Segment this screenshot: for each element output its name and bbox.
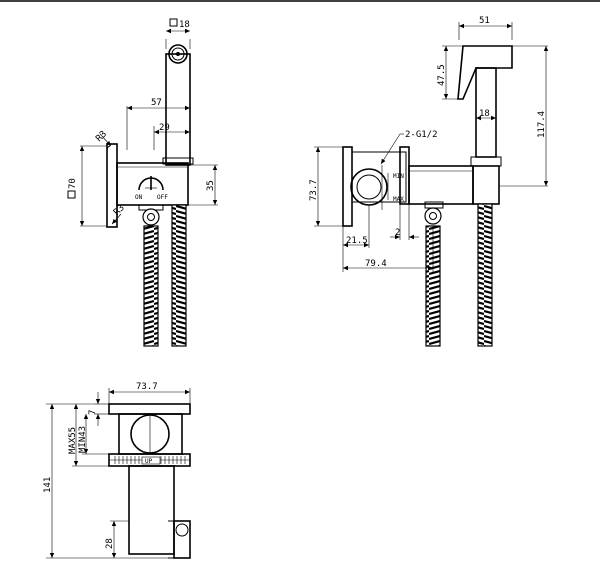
hose-left [143, 225, 159, 347]
side-arm [408, 165, 474, 205]
hose-right [171, 204, 187, 347]
side-hose-nut [424, 207, 442, 225]
mark-min: MIN [393, 173, 404, 180]
mark-off: OFF [157, 194, 168, 201]
dim-18: 18 [479, 109, 490, 119]
dim-141: 141 [43, 477, 53, 493]
mark-up: UP [145, 458, 153, 465]
flange-hatch [114, 456, 186, 464]
dim-21-5: 21.5 [346, 236, 368, 246]
dim-73-7-side: 73.7 [309, 179, 319, 201]
dim-51: 51 [479, 16, 490, 26]
mark-max: MAX [393, 196, 404, 203]
top-cartridge-block [118, 413, 183, 455]
dim-117-4: 117.4 [537, 111, 547, 138]
dim-2: 2 [395, 228, 400, 238]
dim-57: 57 [151, 98, 162, 108]
side-spray-head [457, 45, 513, 100]
dim-70-square: 70 [68, 178, 78, 189]
hose-nut [142, 208, 160, 226]
dim-min43: MIN43 [78, 426, 88, 453]
side-holder-block [472, 165, 500, 205]
thread-label: 2-G1/2 [405, 130, 438, 140]
dim-35: 35 [206, 180, 216, 191]
side-view: MIN MAX 51 47.5 117.4 [309, 16, 549, 347]
valve-cartridge [350, 168, 388, 206]
dim-28: 28 [105, 538, 115, 549]
top-body [128, 465, 175, 555]
side-hose-right [477, 203, 493, 347]
dim-79-4: 79.4 [365, 259, 387, 269]
dim-73-7-top: 73.7 [136, 382, 158, 392]
front-view: ON OFF 18 57 29 R3 R3 [67, 18, 218, 347]
top-holder [173, 520, 191, 559]
valve-body [116, 162, 189, 206]
mark-on: ON [135, 194, 143, 201]
dim-18-square: 18 [179, 20, 190, 30]
spray-head [168, 44, 188, 64]
dim-47-5: 47.5 [437, 64, 447, 86]
dim-29: 29 [159, 123, 170, 133]
top-view: UP 73.7 7 MAX55 MIN43 141 [43, 382, 191, 559]
holder-post [165, 53, 191, 166]
dim-7: 7 [88, 410, 98, 415]
top-front-plate [108, 403, 191, 415]
dim-max55: MAX55 [68, 427, 78, 454]
